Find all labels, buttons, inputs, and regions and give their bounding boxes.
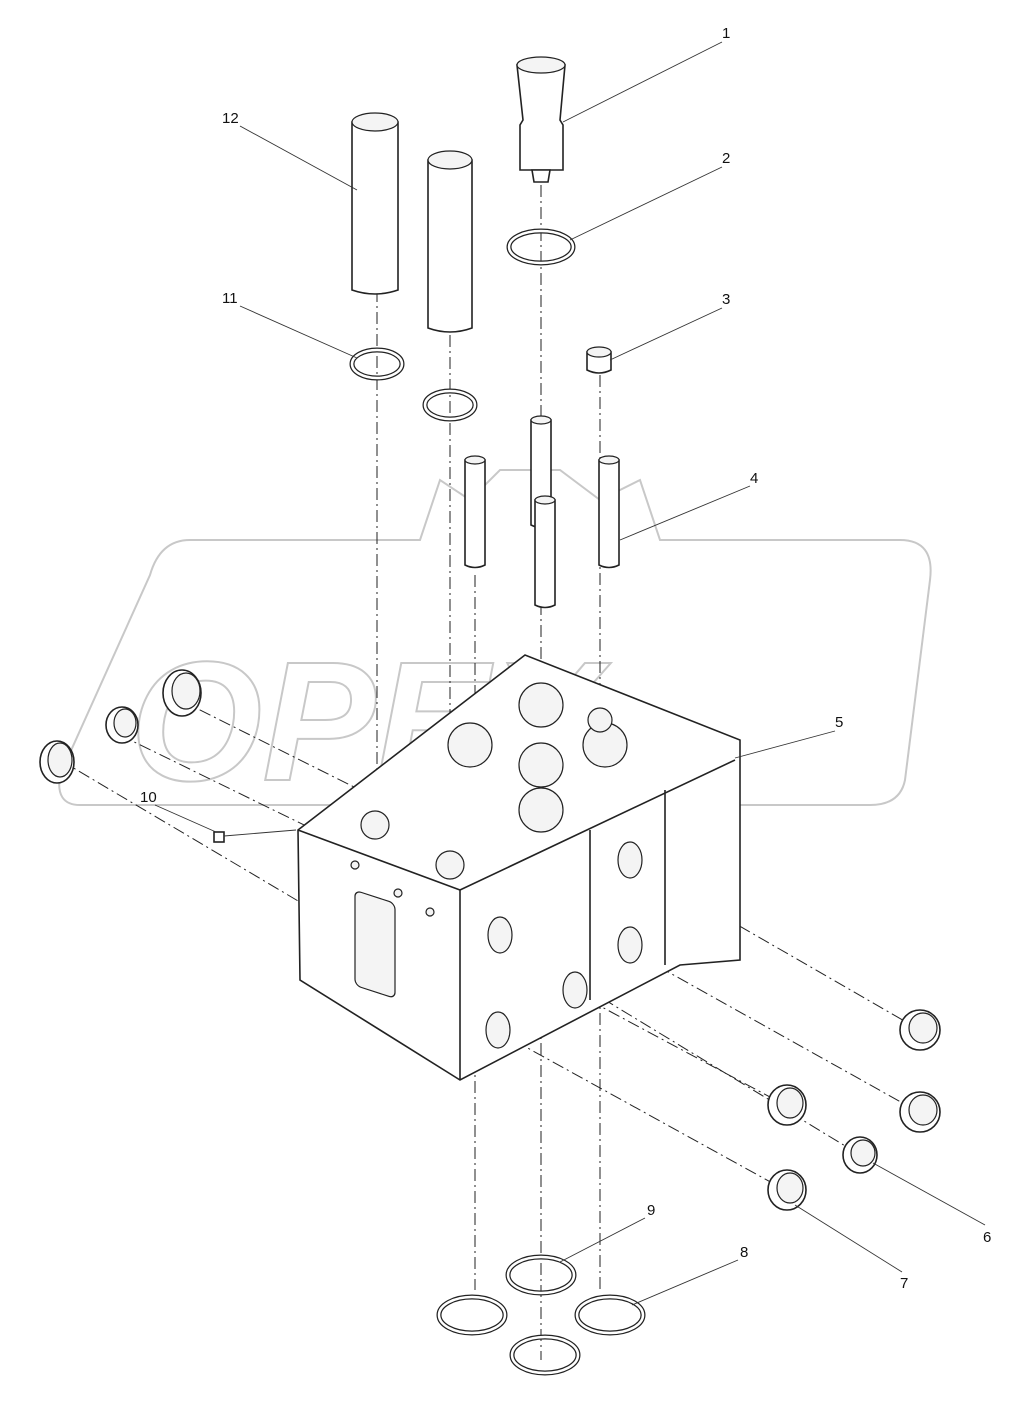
callout-4: 4 [619,470,758,541]
callout-1: 1 [562,25,730,123]
part-5-cylinder-head [297,654,741,1081]
callout-label: 6 [983,1229,991,1246]
callout-label: 2 [722,150,730,167]
callout-3: 3 [609,291,730,361]
part-11-o-rings [349,347,478,422]
callout-2: 2 [569,150,730,241]
callout-11: 11 [222,290,358,359]
part-3-seal [586,346,612,374]
part-8-9-seat-rings [436,1254,646,1376]
callout-label: 7 [900,1275,908,1292]
callout-label: 1 [722,25,730,42]
part-10-pin [213,831,225,843]
callout-label: 8 [740,1244,748,1261]
callout-6: 6 [872,1162,991,1246]
callout-12: 12 [222,110,358,191]
part-4-valve-guides [464,415,620,609]
callout-label: 4 [750,470,758,487]
left-plugs [39,669,202,784]
callout-label: 9 [647,1202,655,1219]
callout-label: 3 [722,291,730,308]
part-1-injector-sleeve [516,56,566,183]
callout-label: 10 [140,789,157,806]
callout-label: 12 [222,110,239,127]
part-6-7-plugs [767,1009,941,1211]
part-2-o-ring [506,228,576,266]
part-12-tubes [351,112,473,333]
callout-7: 7 [794,1204,908,1292]
callout-5: 5 [734,714,843,759]
callout-label: 11 [222,290,238,307]
callout-8: 8 [631,1244,748,1306]
callout-9: 9 [559,1202,655,1263]
callout-label: 5 [835,714,843,731]
callout-10: 10 [140,789,297,837]
